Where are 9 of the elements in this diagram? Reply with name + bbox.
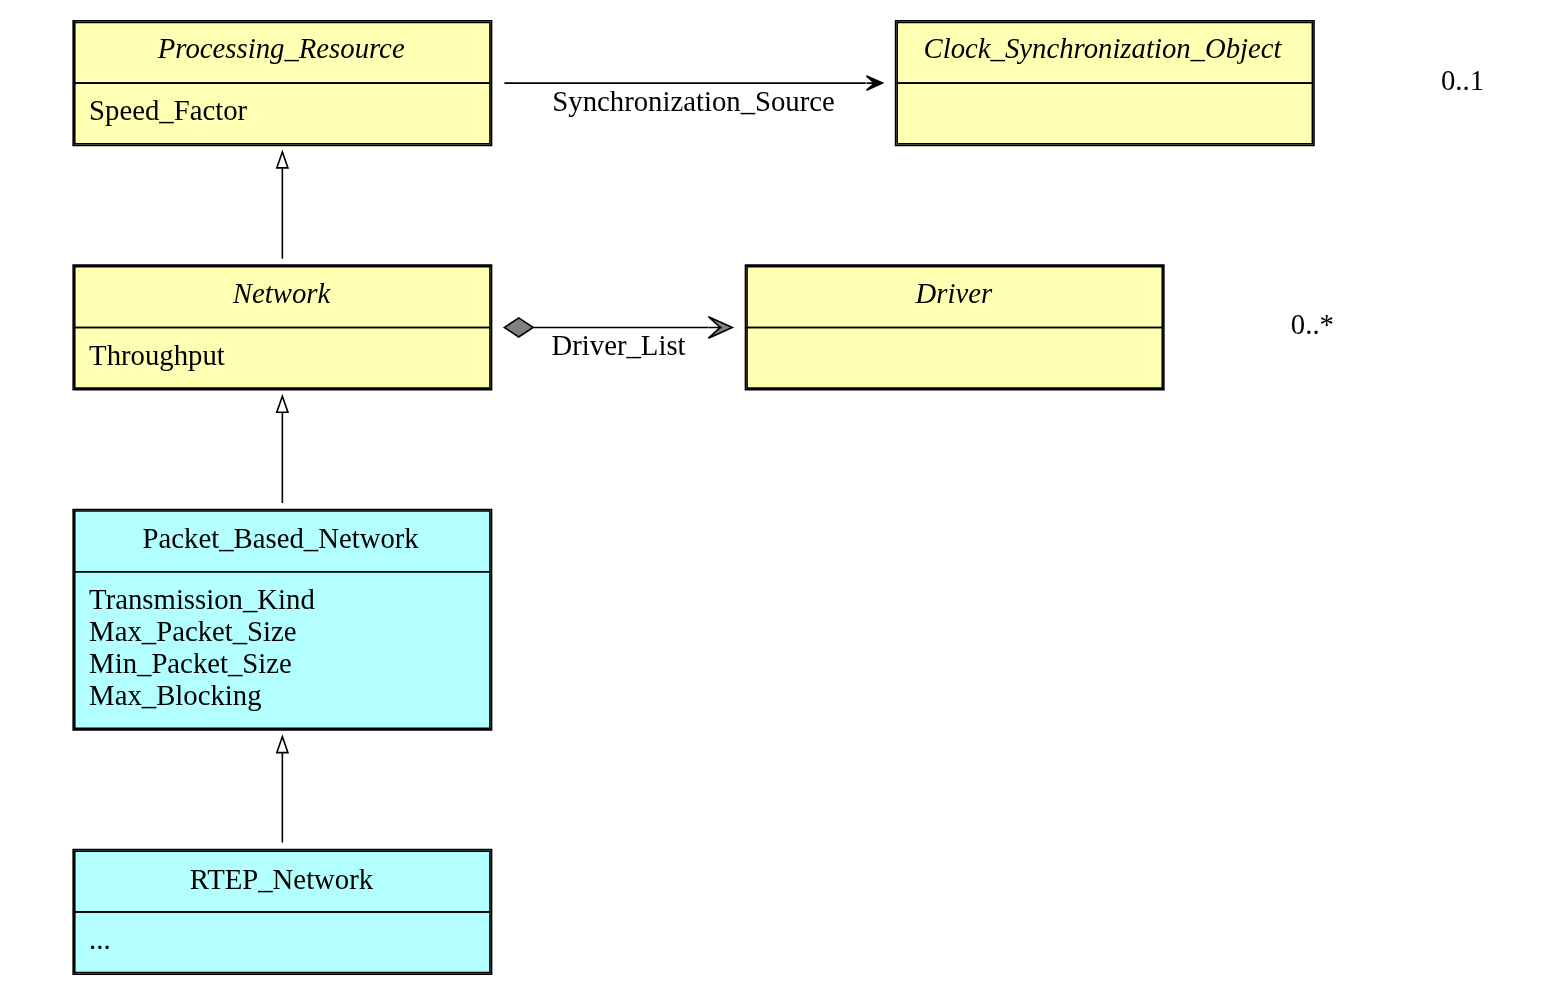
label: 0..* xyxy=(1290,308,1334,341)
edge-label: Synchronization_Source xyxy=(551,84,835,117)
arrow xyxy=(275,393,289,504)
arrow xyxy=(503,75,883,92)
arrow xyxy=(275,734,289,844)
arrow xyxy=(502,315,733,339)
edge-label: Driver_List xyxy=(550,329,686,362)
arrow xyxy=(275,149,289,260)
label: 0..1 xyxy=(1440,64,1484,97)
